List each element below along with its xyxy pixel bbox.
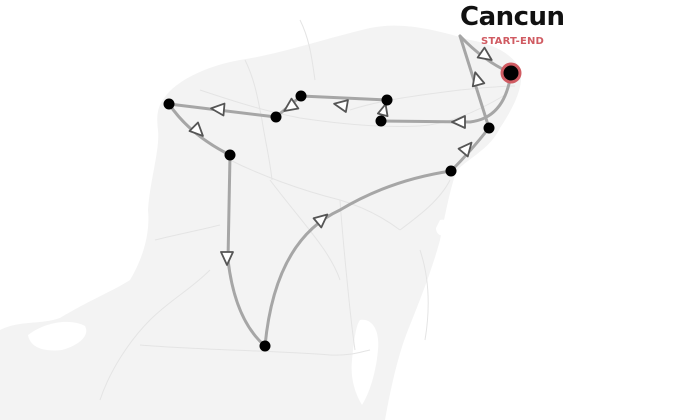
stop-marker[interactable] (270, 111, 282, 123)
direction-arrow-icon (188, 121, 204, 137)
route-segment[interactable] (263, 169, 453, 348)
stop-marker[interactable] (445, 165, 457, 177)
direction-arrow-icon (333, 99, 349, 113)
direction-arrows (188, 46, 493, 266)
coast-island (436, 219, 450, 236)
start-dot (503, 65, 519, 81)
stops-layer (163, 90, 495, 352)
direction-arrow-icon (476, 46, 493, 61)
direction-arrow-icon (220, 251, 234, 266)
stop-marker[interactable] (224, 149, 236, 161)
roads-layer (99, 19, 516, 401)
yucatan-land (0, 25, 522, 420)
bay-water (351, 319, 379, 405)
stop-marker[interactable] (483, 122, 495, 134)
direction-arrow-icon (312, 213, 329, 229)
direction-arrow-icon (451, 115, 466, 129)
start-end-label: START-END (481, 36, 545, 47)
direction-arrow-icon (210, 102, 226, 117)
lagoon-water (28, 321, 87, 351)
start-city-label: Cancun (460, 2, 565, 32)
route-segment[interactable] (299, 94, 389, 102)
stop-marker[interactable] (381, 94, 393, 106)
direction-arrow-icon (376, 103, 389, 118)
stop-marker[interactable] (295, 90, 307, 102)
stop-marker[interactable] (259, 340, 271, 352)
land-layer (0, 25, 522, 420)
direction-arrow-icon (283, 97, 300, 112)
stop-marker[interactable] (163, 98, 175, 110)
direction-arrow-icon (457, 141, 473, 158)
start-end-marker[interactable] (500, 62, 522, 84)
direction-arrow-icon (471, 71, 486, 88)
stop-marker[interactable] (375, 115, 387, 127)
